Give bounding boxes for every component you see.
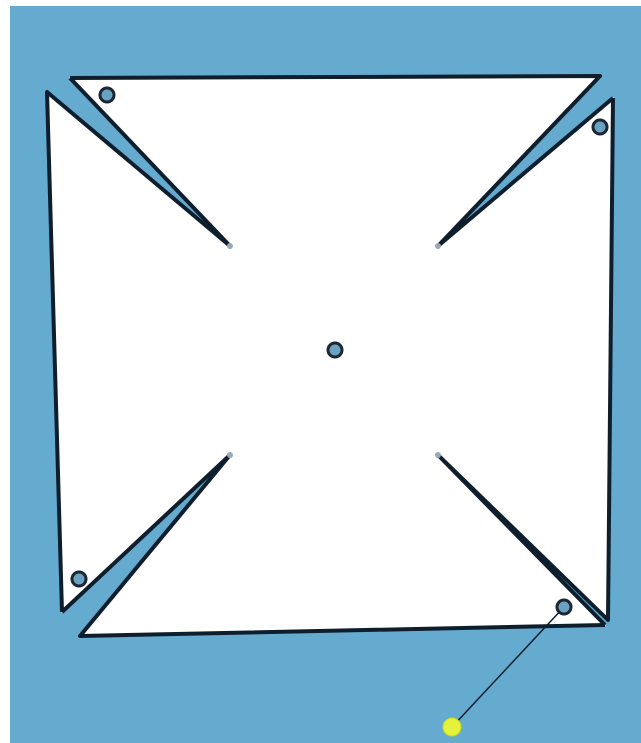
cut-end-dot-br: [435, 452, 441, 458]
page-margin-top: [0, 0, 641, 6]
circle-marker-icon[interactable]: [557, 600, 571, 614]
page-margin-left: [0, 0, 10, 743]
cut-end-dot-tr: [435, 243, 441, 249]
circle-marker-icon[interactable]: [100, 88, 114, 102]
cut-end-dot-tl: [227, 243, 233, 249]
pin-icon[interactable]: [328, 343, 342, 357]
circle-marker-icon[interactable]: [593, 120, 607, 134]
drag-handle-icon[interactable]: [443, 718, 461, 736]
cut-end-dot-bl: [227, 452, 233, 458]
circle-marker-icon[interactable]: [72, 572, 86, 586]
